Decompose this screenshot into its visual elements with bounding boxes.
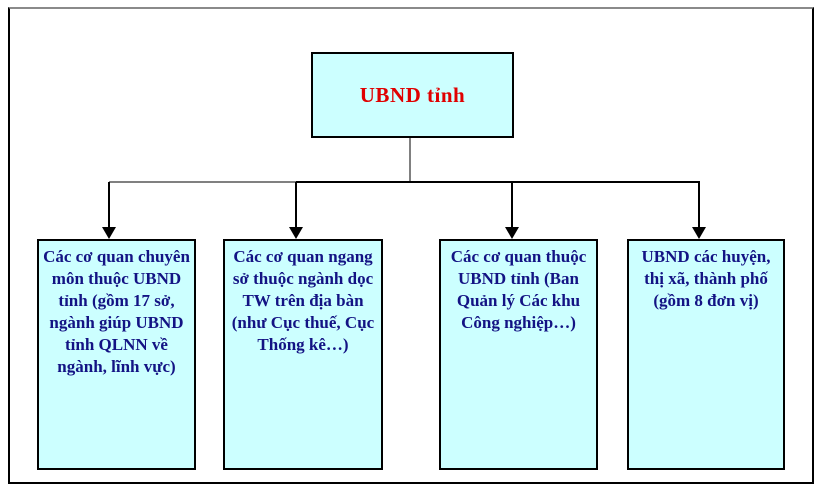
node-label: Các cơ quan thuộc UBND tỉnh (Ban Quản lý… <box>450 247 587 332</box>
node-co-quan-chuyen-mon: Các cơ quan chuyên môn thuộc UBND tỉnh (… <box>37 239 196 470</box>
node-label: Các cơ quan chuyên môn thuộc UBND tỉnh (… <box>43 247 190 376</box>
node-co-quan-ngang-so: Các cơ quan ngang sở thuộc ngành dọc TW … <box>223 239 383 470</box>
node-ubnd-tinh-label: UBND tỉnh <box>359 82 466 107</box>
node-co-quan-thuoc-ubnd: Các cơ quan thuộc UBND tỉnh (Ban Quản lý… <box>439 239 598 470</box>
node-label: Các cơ quan ngang sở thuộc ngành dọc TW … <box>231 247 375 354</box>
node-label: UBND các huyện, thị xã, thành phố (gồm 8… <box>641 247 771 310</box>
node-ubnd-huyen: UBND các huyện, thị xã, thành phố (gồm 8… <box>627 239 785 470</box>
diagram-frame <box>8 7 814 484</box>
node-ubnd-tinh: UBND tỉnh <box>311 52 514 138</box>
